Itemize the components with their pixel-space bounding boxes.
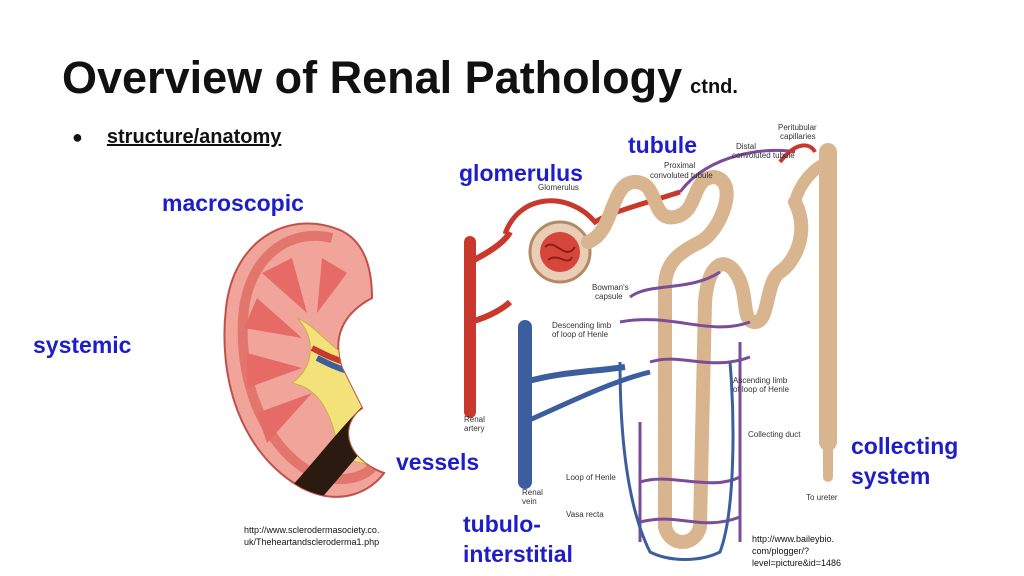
fig-label-collecting-duct: Collecting duct: [748, 430, 801, 439]
svg-text:Loop of Henle: Loop of Henle: [566, 473, 616, 482]
svg-text:capillaries: capillaries: [780, 132, 816, 141]
svg-text:Distal: Distal: [736, 142, 756, 151]
fig-label-renal-vein-2: vein: [522, 497, 537, 506]
svg-text:Bowman's: Bowman's: [592, 283, 629, 292]
fig-label-descending-2: of loop of Henle: [552, 330, 609, 339]
renal-pyramid-3: [247, 353, 302, 388]
fig-label-capsule: capsule: [595, 292, 623, 301]
renal-pyramid-4: [257, 393, 312, 443]
svg-text:Vasa recta: Vasa recta: [566, 510, 604, 519]
fig-label-ascending-2: of loop of Henle: [733, 385, 790, 394]
svg-text:capsule: capsule: [595, 292, 623, 301]
svg-text:of loop of Henle: of loop of Henle: [733, 385, 790, 394]
fig-label-vasa-recta: Vasa recta: [566, 510, 604, 519]
bullet-dot-icon: ●: [72, 127, 83, 147]
svg-text:Collecting duct: Collecting duct: [748, 430, 801, 439]
fig-label-distal-2: convoluted tubule: [732, 151, 795, 160]
bullet-item: ● structure/anatomy: [72, 126, 281, 149]
label-tubule: tubule: [628, 132, 697, 158]
svg-text:artery: artery: [464, 424, 484, 433]
title-main: Overview of Renal Pathology: [62, 52, 683, 103]
label-collecting-line1: collecting: [851, 433, 959, 459]
fig-label-renal-artery-2: artery: [464, 424, 484, 433]
fig-label-capillaries: capillaries: [780, 132, 816, 141]
fig-label-renal-artery: Renal: [464, 415, 485, 424]
fig-label-proximal: Proximal: [664, 161, 695, 170]
label-glomerulus: glomerulus: [459, 160, 583, 186]
source-credit-left-line1: http://www.sclerodermasociety.co.: [244, 525, 380, 535]
page-title: Overview of Renal Pathology ctnd.: [62, 52, 738, 104]
fig-label-glomerulus: Glomerulus: [538, 183, 579, 192]
nephron-illustration: Peritubular capillaries Distal convolute…: [464, 123, 838, 561]
fig-label-bowmans: Bowman's: [592, 283, 629, 292]
svg-text:Peritubular: Peritubular: [778, 123, 817, 132]
svg-text:Descending limb: Descending limb: [552, 321, 612, 330]
svg-text:of loop of Henle: of loop of Henle: [552, 330, 609, 339]
source-credit-right: http://www.baileybio. com/plogger/? leve…: [752, 533, 841, 569]
fig-label-renal-vein: Renal: [522, 488, 543, 497]
renal-pyramid-2: [244, 298, 302, 338]
fig-label-ascending: Ascending limb: [733, 376, 788, 385]
fig-label-proximal-2: convoluted tubule: [650, 171, 713, 180]
svg-text:convoluted tubule: convoluted tubule: [650, 171, 713, 180]
svg-text:convoluted tubule: convoluted tubule: [732, 151, 795, 160]
fig-label-descending: Descending limb: [552, 321, 612, 330]
kidney-illustration: [223, 222, 386, 498]
vasa-recta: [618, 361, 735, 561]
source-credit-left: http://www.sclerodermasociety.co. uk/The…: [244, 524, 379, 548]
proximal-tubule: [581, 169, 734, 534]
svg-text:Ascending limb: Ascending limb: [733, 376, 788, 385]
svg-text:To ureter: To ureter: [806, 493, 838, 502]
source-credit-right-line3: level=picture&id=1486: [752, 558, 842, 568]
svg-text:Renal: Renal: [522, 488, 543, 497]
loop-of-henle: [658, 195, 809, 549]
fig-label-loop-of-henle: Loop of Henle: [566, 473, 616, 482]
label-collecting-line2: system: [851, 463, 931, 489]
label-vessels: vessels: [396, 449, 480, 475]
fig-label-peritubular: Peritubular: [778, 123, 817, 132]
title-suffix: ctnd.: [690, 76, 738, 98]
bullet-text: structure/anatomy: [106, 126, 282, 148]
source-credit-right-line2: com/plogger/?: [752, 546, 810, 556]
fig-label-distal: Distal: [736, 142, 756, 151]
label-tubulo-line2: interstitial: [463, 541, 573, 567]
label-systemic: systemic: [33, 332, 132, 358]
svg-text:vein: vein: [522, 497, 537, 506]
fig-label-to-ureter: To ureter: [806, 493, 838, 502]
renal-pyramid-5: [317, 258, 347, 313]
peritubular-capillaries: [619, 148, 796, 542]
label-macroscopic: macroscopic: [162, 190, 304, 216]
source-credit-left-line2: uk/Theheartandscleroderma1.php: [244, 537, 380, 547]
svg-text:Proximal: Proximal: [664, 161, 695, 170]
label-tubulo-line1: tubulo-: [463, 511, 541, 537]
renal-pyramid-1: [262, 258, 307, 313]
glomerulus-tuft: [540, 232, 580, 272]
svg-text:Renal: Renal: [464, 415, 485, 424]
svg-text:Glomerulus: Glomerulus: [538, 183, 579, 192]
source-credit-right-line1: http://www.baileybio.: [752, 534, 835, 544]
